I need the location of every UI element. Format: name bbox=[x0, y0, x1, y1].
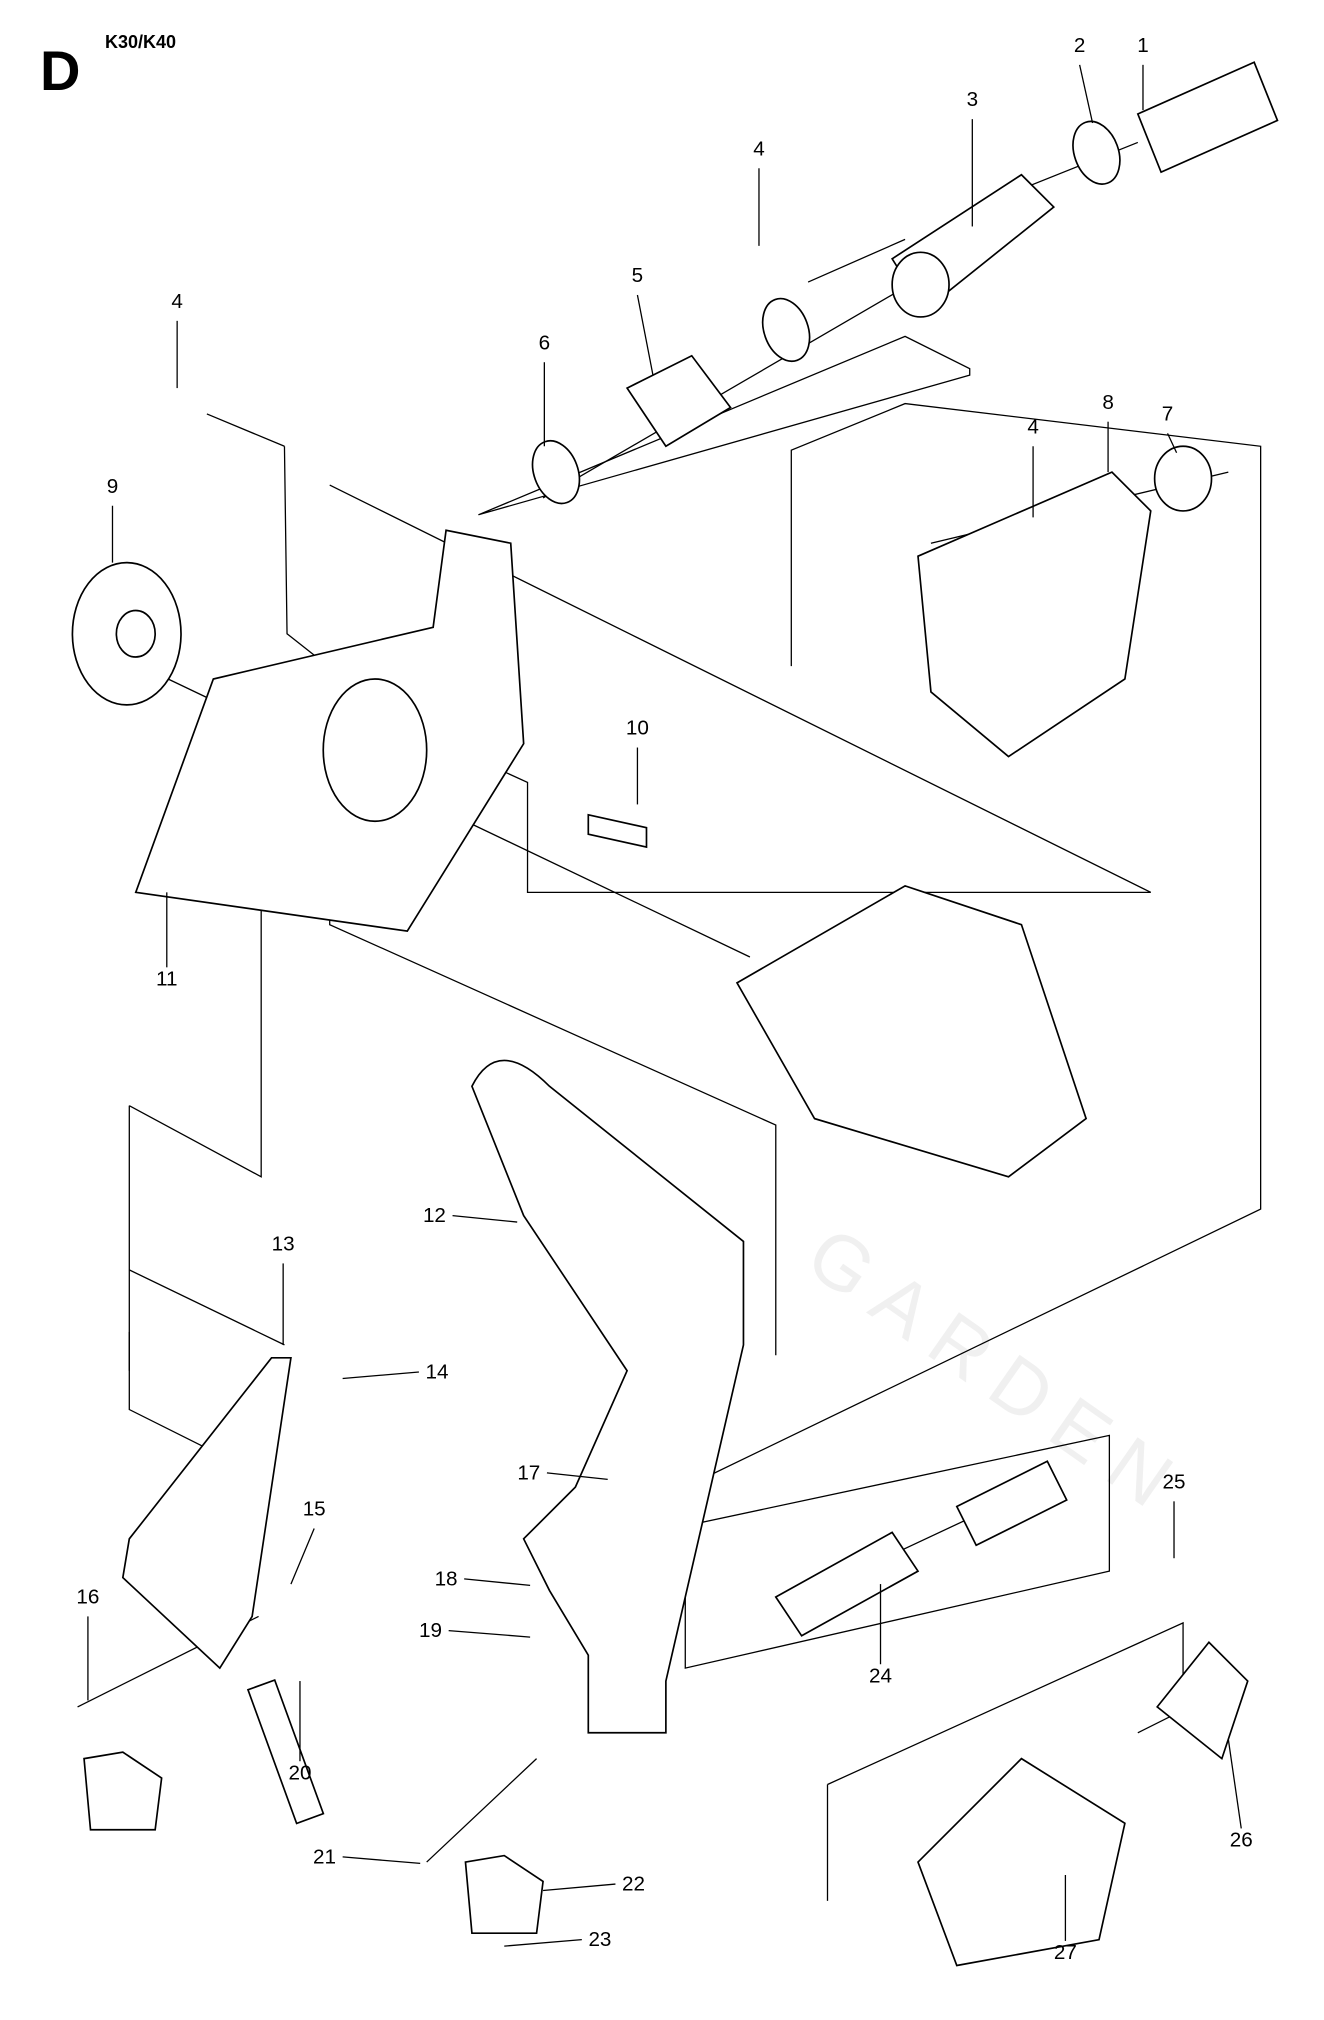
part-6-oring bbox=[761, 297, 811, 363]
callout-4: 4 bbox=[753, 137, 765, 160]
part-20-pin bbox=[246, 1678, 325, 1825]
part-1-sleeve bbox=[1136, 61, 1279, 174]
callout-16: 16 bbox=[76, 1585, 99, 1608]
leader-line bbox=[1166, 433, 1178, 454]
callout-3: 3 bbox=[967, 88, 979, 111]
callout-10: 10 bbox=[626, 717, 649, 740]
part-10-bolt bbox=[587, 813, 648, 849]
callout-5: 5 bbox=[632, 264, 644, 287]
leader-line bbox=[542, 1883, 616, 1892]
part-24-coupling bbox=[774, 1531, 920, 1637]
callout-23: 23 bbox=[588, 1928, 611, 1951]
part-13-bracket bbox=[121, 1356, 292, 1670]
part-2-oring bbox=[1072, 120, 1121, 185]
callout-19: 19 bbox=[419, 1619, 442, 1642]
callout-9: 9 bbox=[107, 475, 119, 498]
part-22-foot bbox=[464, 1854, 544, 1935]
callout-20: 20 bbox=[288, 1761, 311, 1784]
callout-1: 1 bbox=[1137, 34, 1149, 57]
callout-6: 6 bbox=[539, 331, 551, 354]
leader-line bbox=[636, 294, 654, 376]
callout-4: 4 bbox=[1027, 415, 1039, 438]
part-5-adapter bbox=[625, 354, 732, 448]
leader-line bbox=[464, 1578, 531, 1587]
callout-24: 24 bbox=[869, 1664, 892, 1687]
callout-26: 26 bbox=[1230, 1829, 1253, 1852]
left-foot bbox=[83, 1751, 163, 1831]
part-3-flange bbox=[891, 251, 950, 318]
leader-line bbox=[290, 1528, 315, 1585]
section-letter: D bbox=[40, 39, 81, 102]
leader-line bbox=[452, 1214, 518, 1223]
callout-18: 18 bbox=[435, 1567, 458, 1590]
callout-25: 25 bbox=[1163, 1470, 1186, 1493]
parts bbox=[71, 61, 1279, 1967]
callout-14: 14 bbox=[426, 1360, 449, 1383]
model-title: K30/K40 bbox=[105, 32, 177, 52]
callout-8: 8 bbox=[1102, 391, 1114, 414]
callout-15: 15 bbox=[303, 1498, 326, 1521]
leader-line bbox=[342, 1856, 421, 1865]
leader-line bbox=[448, 1629, 531, 1638]
part-17-handle bbox=[471, 1059, 745, 1734]
leader-line bbox=[1078, 64, 1094, 124]
leader-line bbox=[504, 1939, 582, 1947]
leader-line bbox=[342, 1371, 419, 1380]
callout-2: 2 bbox=[1074, 34, 1086, 57]
callout-17: 17 bbox=[517, 1461, 540, 1484]
callout-7: 7 bbox=[1162, 402, 1174, 425]
callout-22: 22 bbox=[622, 1873, 645, 1896]
part-8-guard bbox=[917, 471, 1152, 758]
leader-line bbox=[546, 1472, 608, 1480]
callout-21: 21 bbox=[313, 1845, 336, 1868]
engine-housing bbox=[735, 884, 1088, 1178]
callout-11: 11 bbox=[156, 967, 177, 990]
callout-12: 12 bbox=[423, 1204, 446, 1227]
leader-line bbox=[1227, 1739, 1242, 1829]
callout-27: 27 bbox=[1054, 1941, 1077, 1964]
part-7-nipple bbox=[1153, 445, 1213, 512]
callout-4: 4 bbox=[171, 290, 183, 313]
callout-13: 13 bbox=[272, 1232, 295, 1255]
part-27-valve bbox=[917, 1757, 1126, 1967]
part-26-fitting bbox=[1156, 1641, 1249, 1761]
watermark-text: GARDEN bbox=[792, 1211, 1202, 1534]
